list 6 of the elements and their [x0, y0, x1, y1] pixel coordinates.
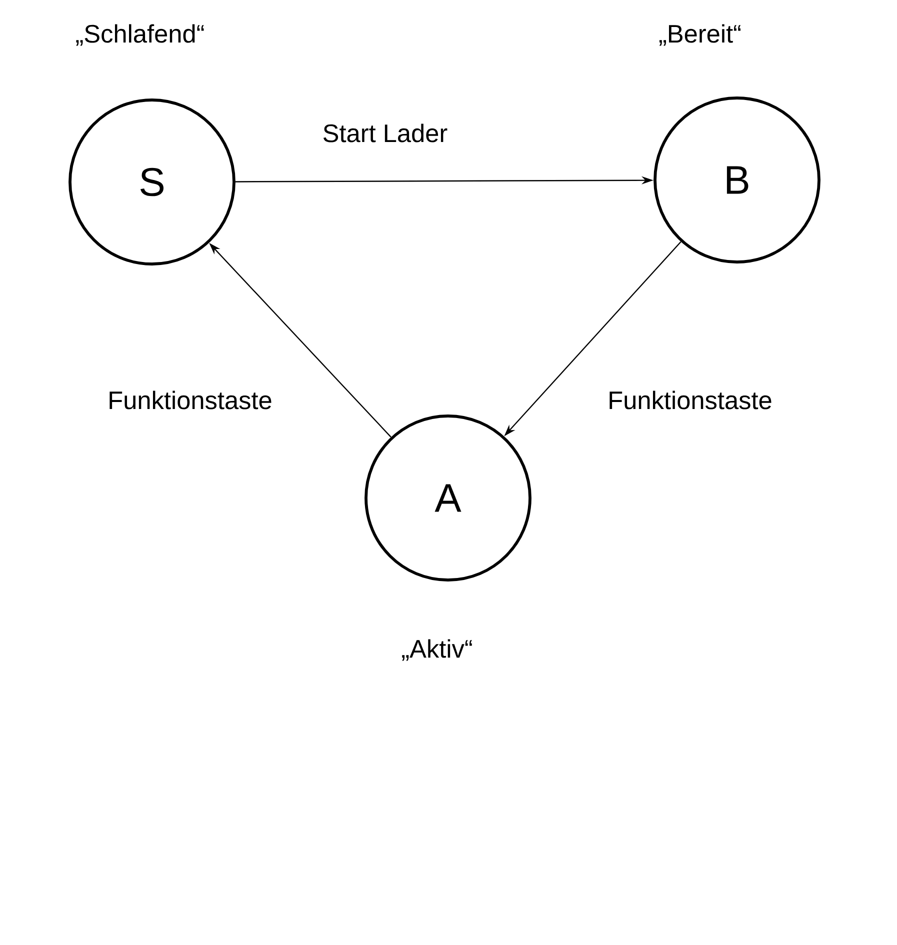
state-name: „Bereit“ — [659, 24, 741, 46]
state-name: „Aktiv“ — [402, 639, 472, 661]
edge-label: Start Lader — [320, 121, 450, 145]
edge-label: Funktionstaste — [604, 388, 776, 412]
edge-label: Funktionstaste — [104, 388, 276, 412]
state-name: „Schlafend“ — [76, 24, 204, 46]
